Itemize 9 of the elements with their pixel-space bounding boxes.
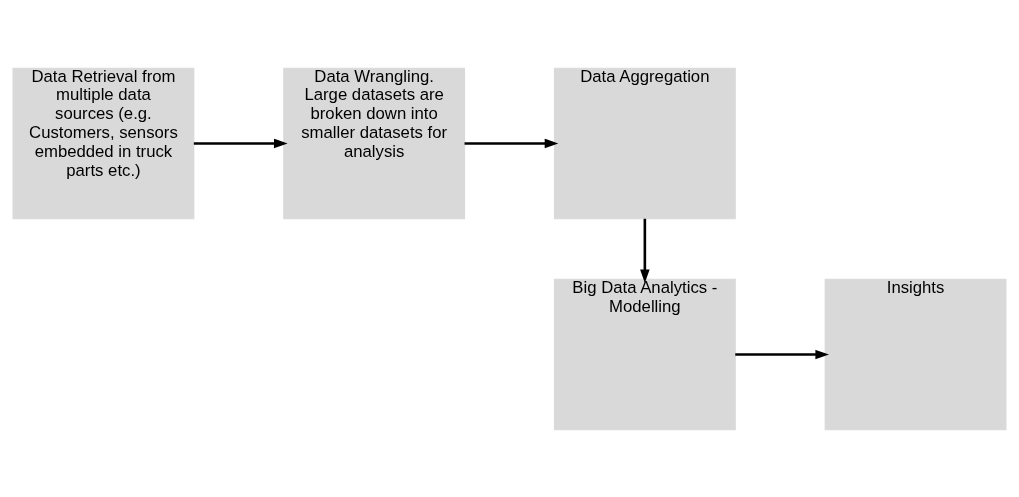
arrow xyxy=(640,218,650,283)
node-box: Big Data Analytics - Modelling xyxy=(553,278,736,430)
node-box: Insights xyxy=(824,278,1007,430)
arrow xyxy=(735,349,829,359)
arrow xyxy=(193,138,288,148)
node-box: Data Wrangling. Large datasets are broken down into smaller datasets for analysis xyxy=(283,67,466,219)
arrow xyxy=(464,138,559,148)
node-box: Data Aggregation xyxy=(553,67,736,219)
node-box: Data Retrieval from multiple data sources (e.g. Customers, sensors embedded in truck parts etc.) xyxy=(12,67,195,219)
